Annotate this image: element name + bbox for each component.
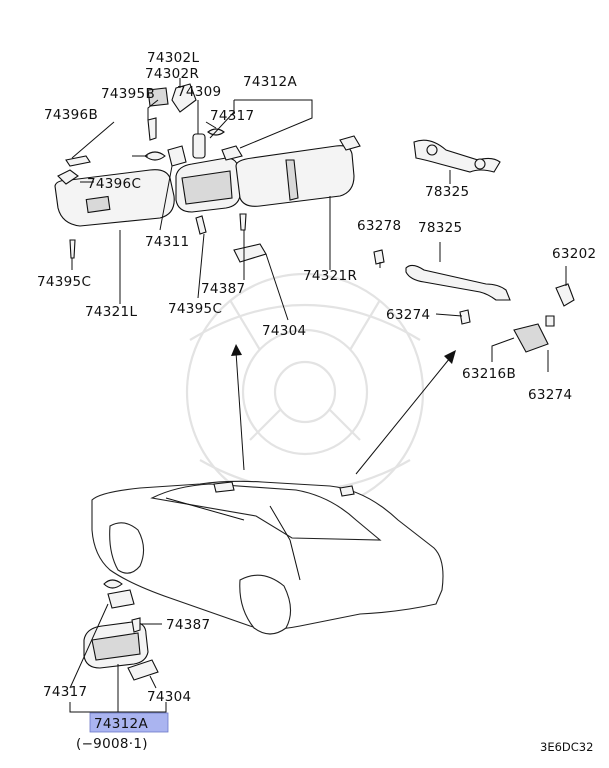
label-74304-top: 74304 <box>262 323 306 339</box>
label-63274-left: 63274 <box>386 307 430 323</box>
mirror-assembly-bottom <box>83 579 159 681</box>
label-63216B: 63216B <box>462 366 516 382</box>
mirror-assembly-top <box>147 83 247 235</box>
leader-lines <box>71 78 567 372</box>
diagram-code: 3E6DC32 <box>540 740 593 754</box>
arrow-to-top <box>231 344 245 471</box>
label-74321R: 74321R <box>303 268 357 284</box>
label-74395C-mid: 74395C <box>168 301 222 317</box>
highlight-box <box>89 712 169 733</box>
leader-lines-bottom <box>69 603 167 713</box>
label-74396B: 74396B <box>44 107 98 123</box>
label-63202: 63202 <box>552 246 596 262</box>
date-note: (−9008·1) <box>76 736 148 752</box>
label-74317-top: 74317 <box>210 108 254 124</box>
label-74387-top: 74387 <box>201 281 245 297</box>
label-74309: 74309 <box>177 84 221 100</box>
part-labels: 74302L 74302R 74395B 74309 74312A 74396B… <box>37 50 596 754</box>
hook-parts-right <box>513 283 575 353</box>
label-74395C-left: 74395C <box>37 274 91 290</box>
label-78325-mid: 78325 <box>418 220 462 236</box>
label-74321L: 74321L <box>85 304 137 320</box>
label-74317-bottom: 74317 <box>43 684 87 700</box>
label-74311: 74311 <box>145 234 189 250</box>
label-74302L: 74302L <box>147 50 199 66</box>
label-74312A-top: 74312A <box>243 74 297 90</box>
label-78325-top: 78325 <box>425 184 469 200</box>
sun-visor-right <box>221 135 361 263</box>
label-74396C: 74396C <box>87 176 141 192</box>
sun-visor-left <box>54 151 175 259</box>
label-74312A-bottom: 74312A <box>94 716 148 732</box>
label-74395B: 74395B <box>101 86 155 102</box>
label-74304-bottom: 74304 <box>147 689 191 705</box>
label-74387-bottom: 74387 <box>166 617 210 633</box>
label-74302R: 74302R <box>145 66 199 82</box>
label-63274-right: 63274 <box>528 387 572 403</box>
assist-grip-upper <box>413 139 501 173</box>
assist-grip-lower <box>373 249 511 325</box>
label-63278: 63278 <box>357 218 401 234</box>
arrow-to-right <box>355 350 456 475</box>
car-illustration <box>91 480 444 635</box>
